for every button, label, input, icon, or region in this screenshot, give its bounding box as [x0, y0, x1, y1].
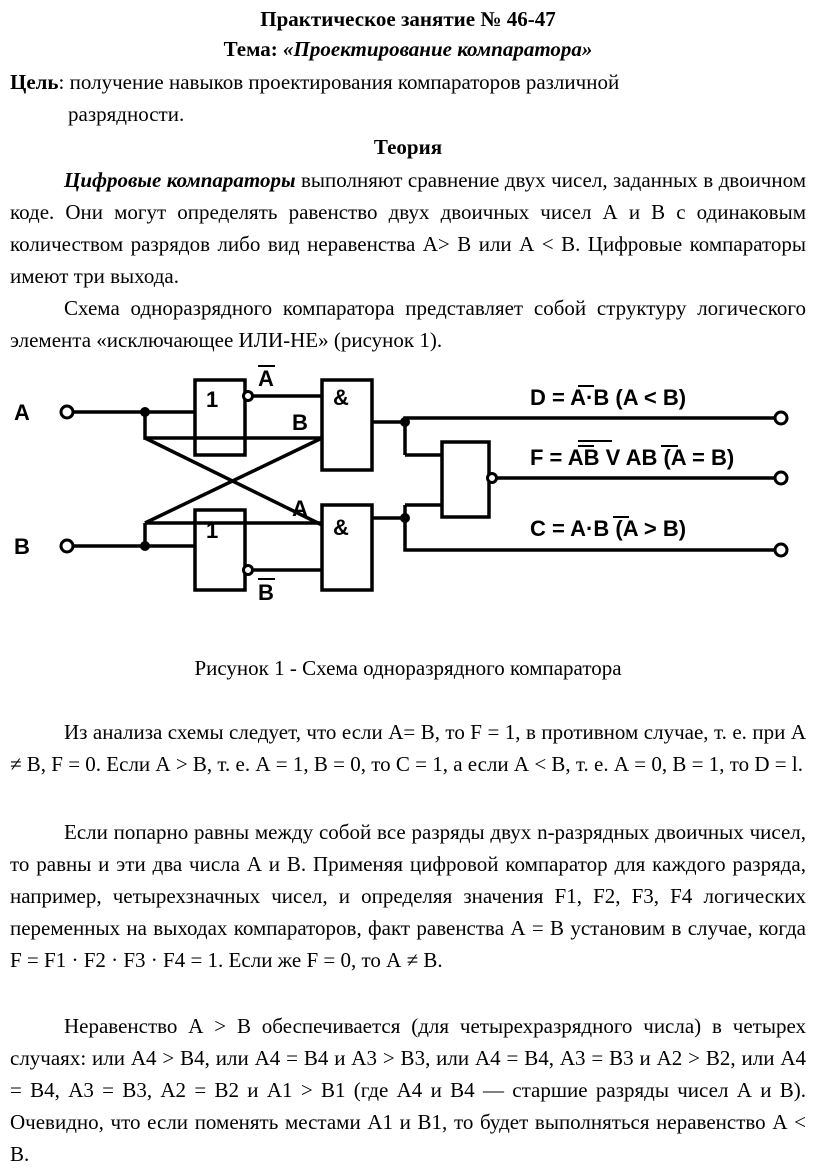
and-gate-bottom [320, 503, 374, 592]
paragraph-1: Цифровые компараторы выполняют сравнение… [10, 164, 806, 292]
paragraph-4: Если попарно равны между собой все разря… [10, 820, 806, 972]
paragraph-1-text: выполняют сравнение двух чисел, заданных… [10, 168, 806, 288]
term-digital-comparators: Цифровые компараторы [64, 168, 296, 192]
goal-text: : получение навыков проектирования компа… [58, 70, 620, 94]
figure-caption: Рисунок 1 - Схема одноразрядного компара… [194, 656, 622, 680]
comparator-circuit-diagram: A B 1 1 & & A B A B D = A·B (A < B) F = … [14, 365, 789, 605]
not-gate-a-label: 1 [206, 387, 218, 412]
input-b-wire-label: B [292, 410, 308, 435]
goal-line-2: разрядности. [68, 102, 185, 126]
input-a-wire-label: A [292, 496, 308, 521]
input-a-terminal [59, 404, 75, 420]
theory-heading: Теория [373, 135, 443, 159]
input-b-label: B [14, 534, 30, 559]
topic-label: Тема: [223, 37, 278, 61]
goal-label: Цель [10, 70, 59, 94]
output-d-terminal [773, 410, 789, 426]
and-gate-top [320, 378, 374, 472]
goal-line: Цель: получение навыков проектирования к… [10, 66, 806, 98]
output-f-formula: F = AB V AB (A = B) [530, 445, 734, 470]
not-gate-b-label: 1 [206, 518, 218, 543]
output-f-terminal [773, 470, 789, 486]
paragraph-5: Неравенство А > В обеспечивается (для че… [10, 1014, 806, 1166]
not-b-label: B [258, 580, 274, 605]
output-d-formula: D = A·B (A < B) [530, 385, 686, 410]
not-gate-a [193, 378, 247, 457]
page-title: Практическое занятие № 46-47 [260, 7, 556, 31]
topic-name: «Проектирование компаратора» [283, 37, 593, 61]
output-c-formula: C = A·B (A > B) [530, 516, 686, 541]
nor-gate [440, 440, 491, 519]
and-gate-bottom-label: & [333, 515, 349, 540]
input-a-label: A [14, 400, 30, 425]
topic-line: Тема: «Проектирование компаратора» [0, 34, 816, 64]
output-c-terminal [773, 542, 789, 558]
not-a-label: A [258, 366, 274, 391]
input-b-terminal [59, 538, 75, 554]
paragraph-3: Из анализа схемы следует, что если А= В,… [10, 720, 806, 776]
paragraph-2: Схема одноразрядного компаратора предста… [10, 296, 806, 352]
and-gate-top-label: & [333, 385, 349, 410]
not-gate-b [193, 508, 247, 592]
